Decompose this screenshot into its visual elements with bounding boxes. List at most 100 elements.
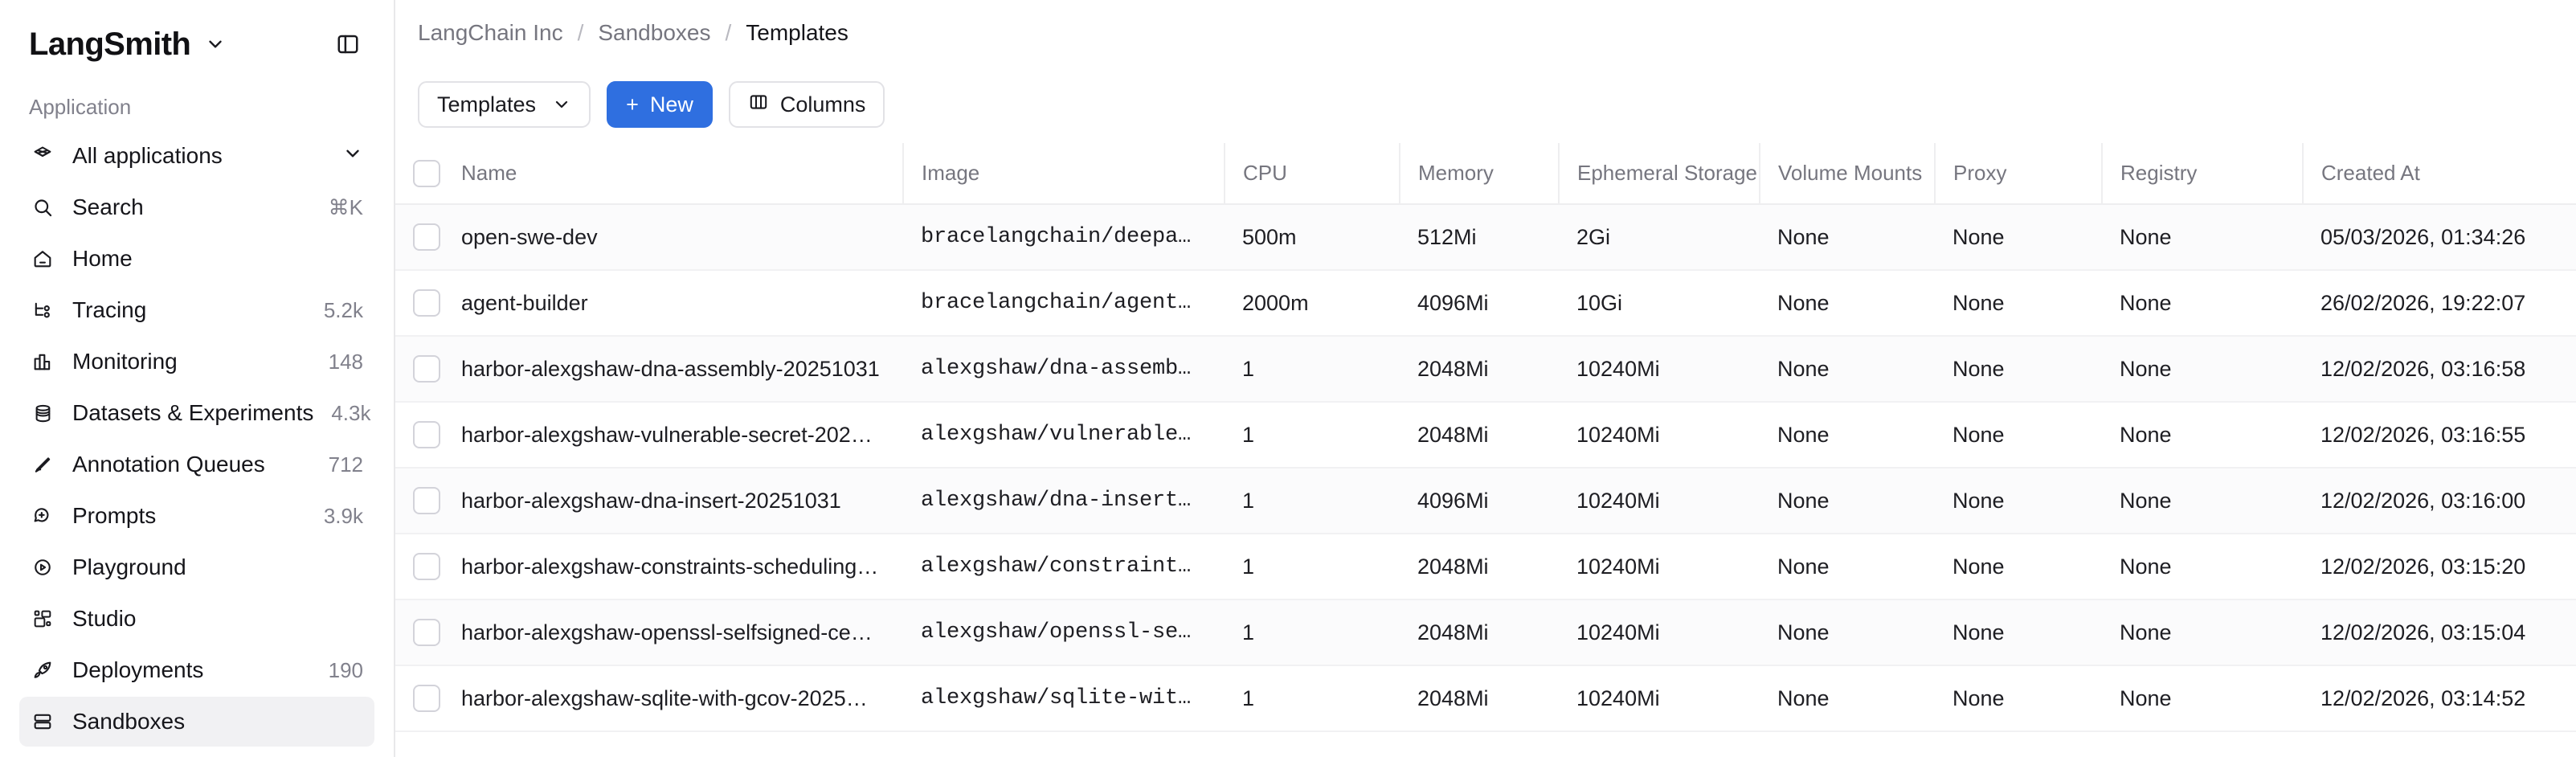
columns-button[interactable]: Columns [728,81,885,128]
sidebar-item-label: Deployments [72,657,204,682]
row-checkbox[interactable] [413,355,440,383]
column-header-memory[interactable]: Memory [1400,143,1560,205]
column-header-image[interactable]: Image [903,143,1225,205]
cell-proxy: None [1935,534,2102,600]
cell-ephemeral-storage: 10240Mi [1559,402,1760,469]
cell-image: alexgshaw/vulnerable… [903,402,1225,469]
sidebar-item-label: Datasets & Experiments [72,400,314,425]
table-body: open-swe-dev bracelangchain/deepa… 500m … [395,204,2576,732]
cell-cpu: 2000m [1225,270,1400,337]
sidebar-item-count: 3.9k [323,503,363,528]
breadcrumb-item-org[interactable]: LangChain Inc [418,20,563,45]
row-select-cell [395,599,444,666]
sidebar-item-playground[interactable]: Playground [19,542,374,592]
row-select-cell [395,665,444,732]
cell-image: alexgshaw/dna-insert… [903,468,1225,534]
cell-volume-mounts: None [1760,468,1935,534]
sidebar-item-datasets-experiments[interactable]: Datasets & Experiments 4.3k [19,388,374,438]
cell-registry: None [2102,336,2303,403]
home-icon [31,247,55,271]
table-row[interactable]: harbor-alexgshaw-dna-assembly-20251031 a… [395,336,2576,403]
new-button[interactable]: + New [607,81,713,128]
rocket-icon [31,658,55,682]
plus-icon: + [626,92,639,117]
sidebar-item-label: Search [72,194,144,219]
row-checkbox[interactable] [413,619,440,646]
cell-ephemeral-storage: 10Gi [1559,270,1760,337]
chevron-down-icon[interactable] [205,34,226,55]
table-head: Name Image CPU Memory Ephemeral Storage … [395,143,2576,205]
toolbar: Templates + New Columns [395,66,2576,143]
sidebar-item-monitoring[interactable]: Monitoring 148 [19,337,374,387]
cell-cpu: 1 [1225,468,1400,534]
chevron-down-icon[interactable] [342,143,363,170]
sidebar-toggle-icon[interactable] [331,27,365,61]
column-header-cpu[interactable]: CPU [1225,143,1400,205]
sidebar-item-studio[interactable]: Studio [19,594,374,644]
cell-volume-mounts: None [1760,534,1935,600]
cell-cpu: 1 [1225,534,1400,600]
sidebar-item-all-applications[interactable]: All applications [19,131,374,181]
row-checkbox[interactable] [413,289,440,317]
sidebar-item-deployments[interactable]: Deployments 190 [19,645,374,695]
cell-image: alexgshaw/dna-assemb… [903,336,1225,403]
cube-icon [31,144,55,168]
select-all-checkbox[interactable] [413,159,440,187]
cell-cpu: 1 [1225,665,1400,732]
sidebar-item-label: Annotation Queues [72,452,265,477]
column-header-name[interactable]: Name [444,143,904,205]
column-header-volume-mounts[interactable]: Volume Mounts [1760,143,1936,205]
sidebar-item-label: Prompts [72,503,157,528]
cell-ephemeral-storage: 10240Mi [1559,599,1760,666]
sidebar-item-annotation-queues[interactable]: Annotation Queues 712 [19,440,374,489]
cell-volume-mounts: None [1760,204,1935,271]
cell-registry: None [2102,468,2303,534]
breadcrumb-item-templates: Templates [746,20,848,45]
table-row[interactable]: agent-builder bracelangchain/agent… 2000… [395,270,2576,337]
sidebar-item-search[interactable]: Search ⌘K [19,182,374,232]
sidebar-item-label: Sandboxes [72,709,186,734]
cell-name: open-swe-dev [444,204,903,271]
row-select-cell [395,534,444,600]
column-header-created-at[interactable]: Created At [2303,143,2576,205]
cell-ephemeral-storage: 10240Mi [1559,534,1760,600]
cell-proxy: None [1935,599,2102,666]
sidebar-item-home[interactable]: Home [19,234,374,284]
breadcrumb-item-sandboxes[interactable]: Sandboxes [598,20,711,45]
cell-created-at: 12/02/2026, 03:15:04 [2303,599,2576,666]
column-header-proxy[interactable]: Proxy [1935,143,2103,205]
table-row[interactable]: harbor-alexgshaw-constraints-scheduling…… [395,534,2576,600]
cell-proxy: None [1935,336,2102,403]
cell-image: alexgshaw/constraint… [903,534,1225,600]
row-checkbox[interactable] [413,421,440,448]
table-row[interactable]: harbor-alexgshaw-vulnerable-secret-202… … [395,402,2576,469]
sidebar-item-tracing[interactable]: Tracing 5.2k [19,285,374,335]
column-header-registry[interactable]: Registry [2102,143,2304,205]
cell-created-at: 12/02/2026, 03:16:58 [2303,336,2576,403]
cell-volume-mounts: None [1760,270,1935,337]
cell-volume-mounts: None [1760,599,1935,666]
sidebar-item-count: 712 [328,452,363,477]
cell-created-at: 12/02/2026, 03:14:52 [2303,665,2576,732]
column-header-ephemeral-storage[interactable]: Ephemeral Storage [1559,143,1760,205]
view-select-button[interactable]: Templates [418,81,591,128]
play-circle-icon [31,555,55,579]
table-row[interactable]: harbor-alexgshaw-sqlite-with-gcov-2025… … [395,665,2576,732]
brand-row: LangSmith [19,0,374,88]
sidebar-item-prompts[interactable]: Prompts 3.9k [19,491,374,541]
row-checkbox[interactable] [413,223,440,251]
cell-memory: 2048Mi [1400,336,1559,403]
cell-ephemeral-storage: 10240Mi [1559,665,1760,732]
table-row[interactable]: harbor-alexgshaw-dna-insert-20251031 ale… [395,468,2576,534]
cell-proxy: None [1935,665,2102,732]
row-checkbox[interactable] [413,685,440,712]
cell-created-at: 26/02/2026, 19:22:07 [2303,270,2576,337]
table-row[interactable]: open-swe-dev bracelangchain/deepa… 500m … [395,204,2576,271]
cell-registry: None [2102,402,2303,469]
cell-created-at: 12/02/2026, 03:16:00 [2303,468,2576,534]
sidebar-item-sandboxes[interactable]: Sandboxes [19,697,374,747]
row-checkbox[interactable] [413,553,440,580]
table-row[interactable]: harbor-alexgshaw-openssl-selfsigned-ce… … [395,599,2576,666]
cell-cpu: 1 [1225,402,1400,469]
row-checkbox[interactable] [413,487,440,514]
